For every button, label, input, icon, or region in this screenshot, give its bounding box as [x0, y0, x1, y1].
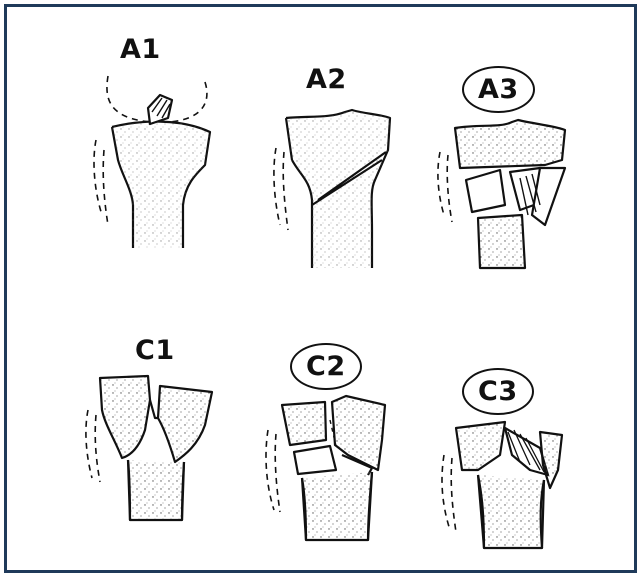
bone-c2: [266, 396, 385, 540]
bone-c3: [442, 422, 562, 548]
bone-a3: [438, 120, 565, 268]
bone-c1: [86, 376, 212, 520]
label-a2: A2: [306, 66, 347, 93]
label-c1: C1: [135, 337, 175, 364]
label-c2: C2: [290, 343, 362, 390]
bone-a1: [94, 76, 210, 248]
label-a1: A1: [120, 36, 161, 63]
label-a3: A3: [462, 66, 535, 113]
label-c3: C3: [462, 368, 534, 415]
bone-a2: [274, 110, 390, 268]
